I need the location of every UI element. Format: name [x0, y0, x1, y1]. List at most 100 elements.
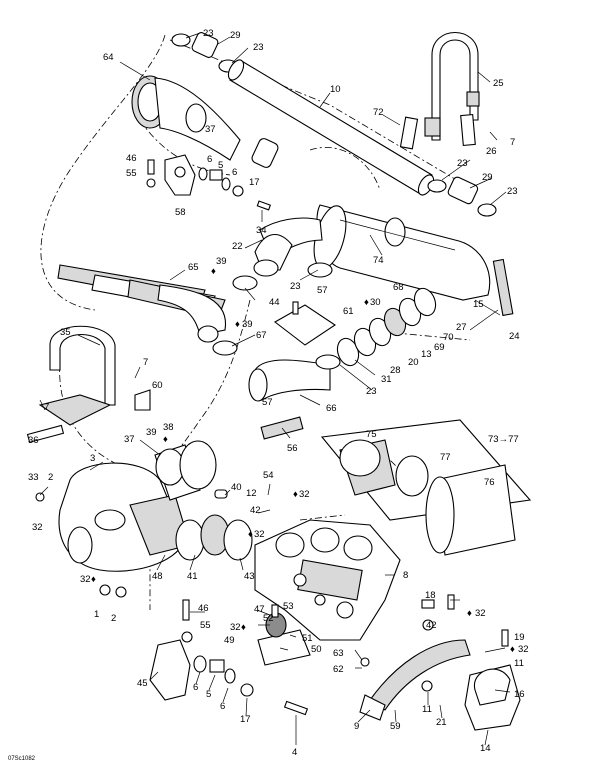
- callout-8: 8: [403, 570, 408, 581]
- callout-44: 44: [269, 297, 280, 308]
- callout-68: 68: [393, 282, 404, 293]
- callout-2: 2: [48, 472, 53, 483]
- callout-39: 39: [242, 319, 253, 330]
- callout-72: 72: [373, 107, 384, 118]
- exhaust-manifold: [58, 462, 191, 572]
- callout-60: 60: [152, 380, 163, 391]
- callout-57: 57: [262, 397, 273, 408]
- callout-11: 11: [514, 658, 524, 669]
- callout-33: 33: [28, 472, 39, 483]
- symbol-markers: ♦ ♦ ♦ ♦ ♦ ♦ ♦ ♦ ♦ ♦: [91, 266, 515, 655]
- callout-65: 65: [188, 262, 199, 273]
- callout-3: 3: [90, 453, 95, 464]
- callout-67: 67: [256, 330, 267, 341]
- callout-1: 1: [94, 609, 99, 620]
- callout-76: 76: [484, 477, 495, 488]
- callout-66: 66: [326, 403, 337, 414]
- engine-block-8: [254, 519, 401, 641]
- callout-27: 27: [456, 322, 467, 333]
- engine-mount-51: [257, 604, 311, 666]
- strap-35: [26, 325, 151, 443]
- tailpipe-assembly: [171, 32, 497, 217]
- callout-35: 35: [60, 327, 71, 338]
- callout-5: 5: [218, 160, 223, 171]
- callout-39: 39: [146, 427, 157, 438]
- pipes-65: [57, 264, 238, 356]
- callout-23: 23: [203, 28, 214, 39]
- mount-14: [464, 629, 521, 731]
- callout-40: 40: [231, 482, 242, 493]
- callout-32: 32: [230, 622, 241, 633]
- callout-7: 7: [510, 137, 515, 148]
- callout-23: 23: [457, 158, 468, 169]
- callout-75: 75: [366, 429, 377, 440]
- callout-58: 58: [175, 207, 186, 218]
- leader-lines: [39, 32, 511, 746]
- diamond-icon: ♦: [235, 319, 240, 330]
- callout-23: 23: [507, 186, 518, 197]
- bracket-61: [274, 301, 336, 346]
- callout-34: 34: [256, 225, 267, 236]
- callout-7: 7: [44, 402, 49, 413]
- callout-31: 31: [381, 374, 392, 385]
- callout-11: 11: [422, 704, 432, 715]
- flange-38: [154, 440, 217, 501]
- callout-32: 32: [518, 644, 529, 655]
- callout-30: 30: [370, 297, 381, 308]
- callout-9: 9: [354, 721, 359, 732]
- callout-49: 49: [224, 635, 235, 646]
- callout-32: 32: [475, 608, 486, 619]
- callout-22: 22: [232, 241, 243, 252]
- callout-52: 52: [263, 613, 274, 624]
- diamond-icon: ♦: [91, 574, 96, 585]
- callout-29: 29: [482, 172, 493, 183]
- callout-50: 50: [311, 644, 322, 655]
- callout-24: 24: [509, 331, 520, 342]
- gasket-stack: [336, 287, 437, 367]
- callout-39: 39: [216, 256, 227, 267]
- callout-17: 17: [240, 714, 251, 725]
- callout-6: 6: [207, 154, 212, 165]
- callout-53: 53: [283, 601, 294, 612]
- callout-70: 70: [443, 332, 454, 343]
- figure-id: 07Sc1082: [8, 756, 36, 762]
- strap-25: [399, 32, 480, 150]
- callout-77: 77: [440, 452, 451, 463]
- callout-48: 48: [152, 571, 163, 582]
- callout-14: 14: [480, 743, 491, 754]
- callout-23: 23: [366, 386, 377, 397]
- diamond-icon: ♦: [163, 434, 168, 445]
- callout-2: 2: [111, 613, 116, 624]
- callout-55: 55: [126, 168, 137, 179]
- callout-6: 6: [232, 167, 237, 178]
- callout-16: 16: [514, 689, 525, 700]
- callout-6: 6: [220, 701, 225, 712]
- callout-59: 59: [390, 721, 401, 732]
- callout-51: 51: [302, 633, 313, 644]
- exhaust-outlet-64: [131, 75, 241, 161]
- callout-36: 36: [28, 435, 39, 446]
- callout-23: 23: [290, 281, 301, 292]
- callout-42: 42: [250, 505, 261, 516]
- callout-18: 18: [425, 590, 436, 601]
- callout-64: 64: [103, 52, 114, 63]
- callout-6: 6: [193, 682, 198, 693]
- callout-23: 23: [253, 42, 264, 53]
- callout-57: 57: [317, 285, 328, 296]
- callout-32: 32: [80, 574, 91, 585]
- callout-29: 29: [230, 30, 241, 41]
- callout-15: 15: [473, 299, 484, 310]
- callout-19: 19: [514, 632, 525, 643]
- tailpipe-10: [229, 59, 433, 196]
- diamond-icon: ♦: [364, 297, 369, 308]
- callout-20: 20: [408, 357, 419, 368]
- callout-37: 37: [205, 124, 216, 135]
- callout-45: 45: [137, 678, 148, 689]
- callout-37: 37: [124, 434, 135, 445]
- diamond-icon: ♦: [241, 622, 246, 633]
- hose-66: [248, 354, 341, 402]
- diamond-icon: ♦: [211, 266, 216, 277]
- callout-10: 10: [330, 84, 341, 95]
- callout-43: 43: [244, 571, 255, 582]
